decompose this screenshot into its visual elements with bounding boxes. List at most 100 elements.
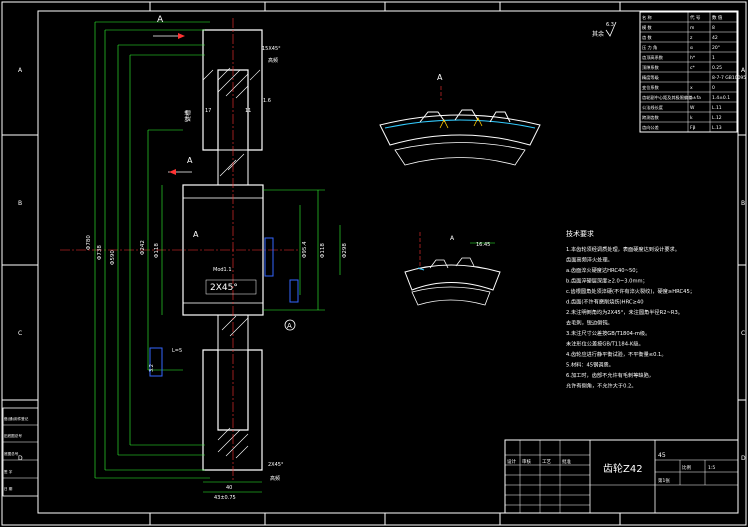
param-table-cell: 压 力 角 [642, 44, 657, 51]
roughness-symbol [605, 21, 617, 37]
zone-letter-a: A [18, 67, 23, 74]
tech-req-line: 去毛刺，锐边倒钝。 [566, 319, 613, 327]
param-table-cell: α [690, 46, 693, 51]
dim-17: 17 [205, 108, 211, 114]
dim-text-right: Φ95.4 Φ118 Φ298 [302, 241, 348, 258]
tolerance-marker [264, 237, 274, 277]
detail-view-bottom: A 16.45 [404, 232, 501, 306]
zone-letter-c-right: C [741, 330, 745, 337]
param-table-cell: 变位系数 [642, 84, 660, 91]
param-table-cell: Fβ [690, 125, 696, 131]
param-table-header-cell: 名 称 [642, 14, 652, 21]
chamfer-center: 2X45° [268, 462, 284, 468]
tb-process: 工艺 [542, 459, 551, 465]
dim-lines-left [94, 21, 210, 479]
param-table-cell: L.11 [712, 105, 722, 111]
section-label-mid2: A [193, 230, 199, 239]
dim-text-left: Φ780 Φ738 Φ590 Φ242 Φ118 [86, 235, 160, 265]
param-table-cell: 齿 数 [642, 34, 653, 41]
param-table-header-cell: 数 值 [712, 14, 723, 21]
tech-req-line: d.齿面(不许有磨削烧伤)HRC≥40 [566, 298, 644, 306]
dim-phi118-left: Φ118 [154, 243, 160, 258]
zone-letter-d: D [18, 455, 23, 462]
zone-letter-b-right: B [741, 200, 745, 207]
side-label-5: 日 期 [4, 486, 13, 491]
param-table-cell: z [690, 36, 693, 41]
zone-letters: A B C D A B C D [18, 67, 746, 462]
zone-letter-a-right: A [741, 67, 746, 74]
param-table-cell: 0.25 [712, 65, 722, 71]
section-label-top: A [157, 15, 164, 25]
dim-phi780: Φ780 [86, 235, 92, 250]
param-table-cell: 顶隙系数 [642, 64, 660, 71]
roughness-rim: 1.6 [263, 98, 271, 104]
param-table-cell: W [690, 105, 695, 111]
tech-req-line: a.齿面淬火硬度达HRC40~50； [566, 266, 641, 274]
label-gaoling-2: 高频 [270, 475, 280, 482]
param-table-cell: 0 [712, 85, 715, 91]
side-table: 借(通)用件登记 旧底图总号 底图总号 签 字 日 期 [2, 407, 39, 497]
tb-scale-value: 1:5 [708, 465, 715, 471]
gear-rim-bottom [202, 349, 263, 471]
drawing-title: 齿轮Z42 [603, 462, 643, 475]
dim-phi118-right: Φ118 [320, 243, 326, 258]
tolerance-marker-2 [289, 279, 299, 303]
param-table-header-cell: 代 号 [690, 14, 701, 21]
detail-view-top: A [379, 73, 541, 166]
tb-scale-label: 比例 [682, 464, 691, 471]
tech-req-line: 5.材料：45钢调质。 [566, 361, 614, 369]
param-table-cell: 8 [712, 25, 715, 31]
dim-lc: L=5 [172, 348, 182, 354]
dim-phi95: Φ95.4 [302, 241, 308, 258]
tech-req-line: 齿面高频淬火处理。 [566, 256, 613, 264]
dim-11: 11 [245, 108, 251, 114]
tech-requirements: 技术要求 1.本齿轮须经调质处理，表面硬度达到设计要求。 齿面高频淬火处理。 a… [566, 229, 695, 390]
tech-req-line: b.齿面淬硬层深度≥2.0~3.0mm； [566, 277, 648, 285]
dim-mod: Mod1.1 [213, 267, 232, 273]
dim-phi590: Φ590 [110, 250, 116, 265]
param-table-cell: L.12 [712, 115, 722, 121]
tech-req-line: 3.未注尺寸公差按GB/T1804-m级。 [566, 329, 650, 337]
param-table-cell: 42 [712, 35, 718, 41]
dim-width-40: 40 [226, 485, 232, 491]
dim-phi242: Φ242 [140, 240, 146, 255]
param-table-cell: c* [690, 65, 695, 71]
tech-req-title: 技术要求 [566, 229, 594, 238]
detail-bottom-dim: 16.45 [476, 242, 490, 248]
zone-letter-d-right: D [741, 455, 746, 462]
param-table-cell: 公法线长度 [642, 104, 664, 111]
zone-letter-c: C [18, 330, 22, 337]
side-label-2: 旧底图总号 [4, 433, 22, 438]
tech-req-line: 6.加工时，齿部不允许有毛刺等缺陷， [566, 371, 654, 379]
tech-req-line: 未注形位公差按GB/T1184-K级。 [566, 340, 644, 348]
section-label-mid: A [187, 156, 193, 165]
chamfer-bottom: 2X45° [210, 283, 238, 293]
side-label-4: 签 字 [4, 469, 13, 474]
dim-phi298: Φ298 [342, 243, 348, 258]
gear-rim-top [202, 29, 263, 151]
tb-design: 设计 [507, 458, 516, 465]
dim-width-43: 43±0.75 [214, 495, 236, 501]
zone-letter-b: B [18, 200, 22, 207]
param-table-cell: x [690, 86, 693, 91]
param-table-cell: 齿轮副中心距及其极限偏差 [642, 94, 692, 101]
tech-req-line: 1.本齿轮须经调质处理，表面硬度达到设计要求。 [566, 245, 680, 253]
roughness-note: 其余 [592, 30, 604, 38]
tech-req-line: c.齿根圆角处须淬硬(不许有淬火裂纹)，硬度≥HRC45； [566, 287, 695, 295]
tb-review: 审核 [522, 458, 531, 465]
param-table-cell: 20° [712, 45, 720, 51]
param-table-cell: k [690, 115, 693, 121]
hatch-rim-top [202, 67, 261, 99]
dim-phi738: Φ738 [97, 245, 103, 260]
param-table-cell: m [690, 26, 694, 31]
main-view: Φ780 Φ738 Φ590 Φ242 Φ118 Φ95.4 Φ118 Φ298… [60, 15, 348, 501]
tb-material: 45 [658, 452, 666, 459]
param-table-cell: 齿向公差 [642, 124, 659, 131]
roughness-note-value: 6.3 [606, 22, 614, 28]
tech-req-line: 4.齿轮应进行静平衡试验，不平衡量≤0.1。 [566, 350, 667, 358]
param-table-cell: h* [690, 55, 696, 61]
tb-approve: 批准 [562, 458, 571, 465]
